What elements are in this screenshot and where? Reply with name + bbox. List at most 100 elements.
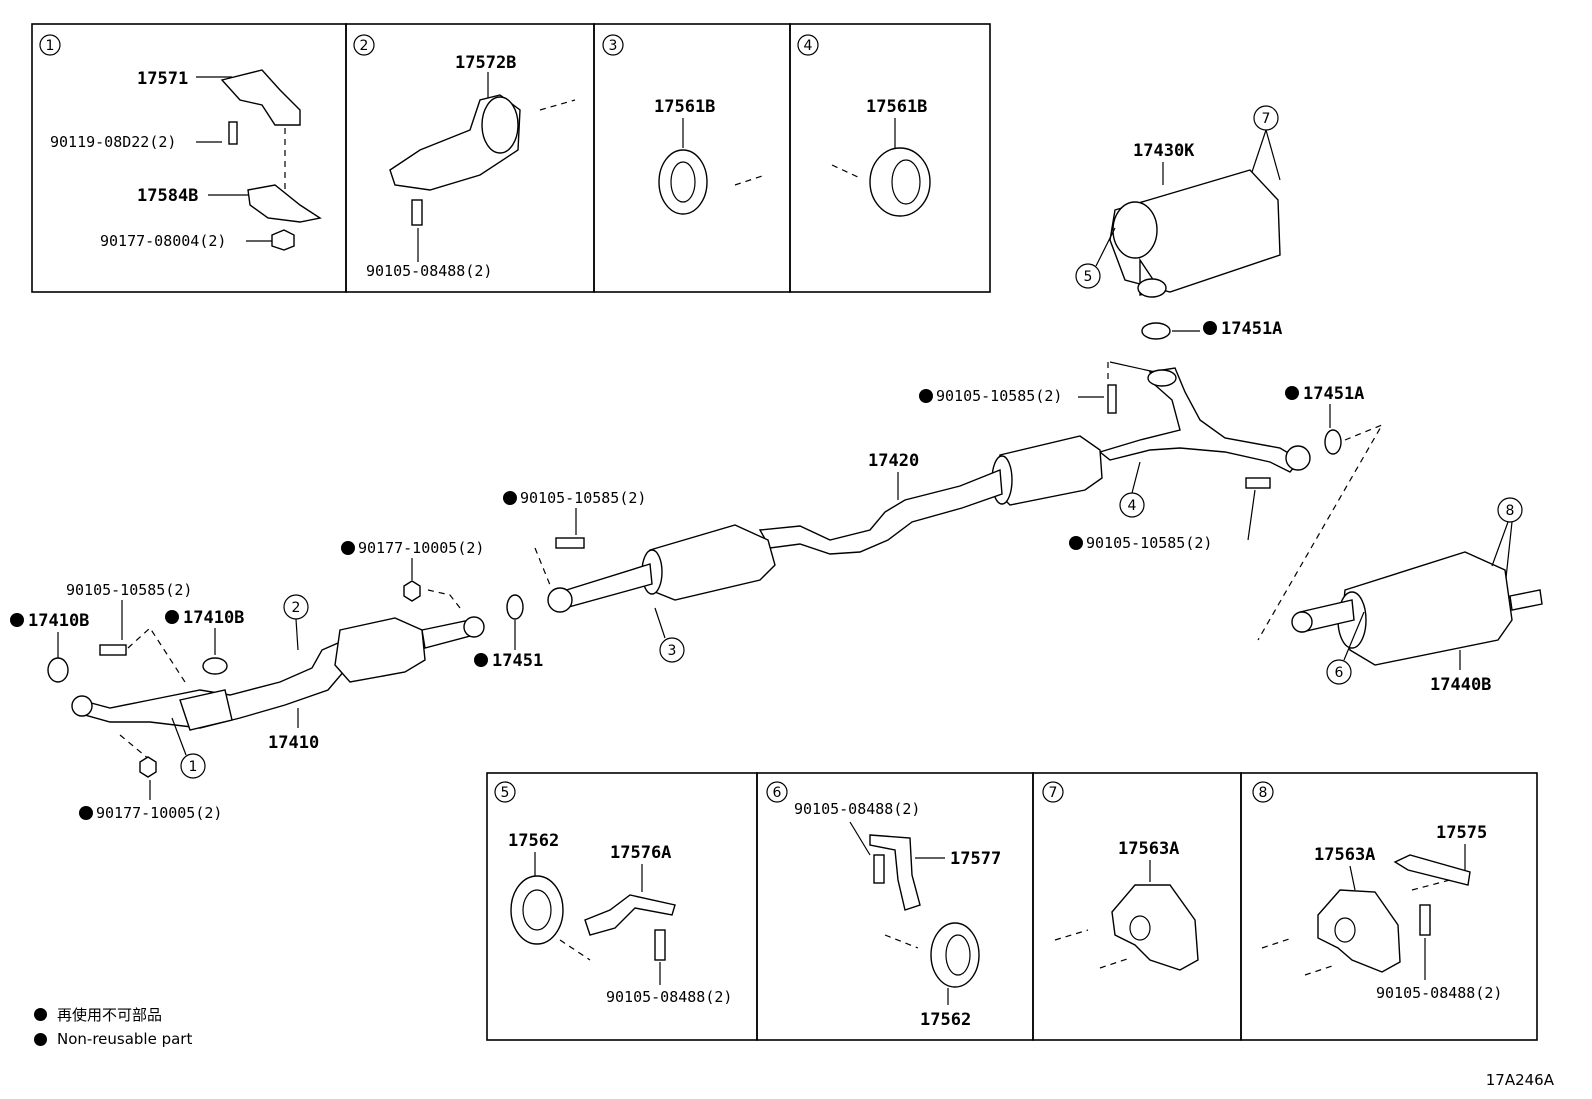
label-90177-08004: 90177-08004(2) bbox=[100, 232, 226, 250]
label-90177-mid: 90177-10005(2) bbox=[358, 539, 484, 557]
nut-icon bbox=[271, 229, 295, 251]
bolt-icon bbox=[1107, 384, 1117, 414]
bolt-icon bbox=[555, 537, 585, 549]
callout-4: 4 bbox=[1128, 498, 1137, 514]
inset-box-8: 8 17563A 17575 90105-08488(2) bbox=[1240, 772, 1538, 1041]
label-17572b: 17572B bbox=[455, 53, 516, 73]
inset-number-7: 7 bbox=[1049, 785, 1058, 801]
label-17562-5: 17562 bbox=[508, 831, 559, 851]
label-90105-mid: 90105-10585(2) bbox=[520, 489, 646, 507]
nut-icon bbox=[403, 580, 421, 602]
inset-number-3: 3 bbox=[609, 38, 618, 54]
label-17451: 17451 bbox=[492, 651, 543, 671]
inset-box-3: 3 17561B bbox=[593, 23, 791, 293]
legend-en: Non-reusable part bbox=[34, 1030, 192, 1048]
gasket-icon bbox=[1141, 322, 1171, 340]
inset-box-7: 7 17563A bbox=[1032, 772, 1242, 1041]
label-17571: 17571 bbox=[137, 69, 188, 89]
label-17410b-left: 17410B bbox=[28, 611, 89, 631]
label-90119-08d22: 90119-08D22(2) bbox=[50, 133, 176, 151]
non-reusable-dot-icon bbox=[503, 491, 517, 505]
non-reusable-dot-icon bbox=[1069, 536, 1083, 550]
non-reusable-dot-icon bbox=[165, 610, 179, 624]
non-reusable-dot-icon bbox=[1285, 386, 1299, 400]
label-17575: 17575 bbox=[1436, 823, 1487, 843]
diagram-code: 17A246A bbox=[1485, 1071, 1554, 1089]
label-90105-08488: 90105-08488(2) bbox=[366, 262, 492, 280]
label-90105-top: 90105-10585(2) bbox=[936, 387, 1062, 405]
gasket-icon bbox=[1324, 429, 1342, 455]
inset-box-6: 6 90105-08488(2) 17577 17562 bbox=[756, 772, 1034, 1041]
callout-3: 3 bbox=[668, 643, 677, 659]
legend-en-text: Non-reusable part bbox=[57, 1030, 193, 1048]
label-17576a: 17576A bbox=[610, 843, 671, 863]
center-pipe-17420: 17420 bbox=[547, 361, 1311, 613]
label-90105-08488-8: 90105-08488(2) bbox=[1376, 984, 1502, 1002]
label-17561b-3: 17561B bbox=[654, 97, 715, 117]
bolt-icon bbox=[873, 854, 885, 884]
inset-box-4: 4 17561B bbox=[789, 23, 991, 293]
label-17440b: 17440B bbox=[1430, 675, 1491, 695]
inset-number-4: 4 bbox=[804, 38, 813, 54]
non-reusable-dot-icon bbox=[79, 806, 93, 820]
label-17451a-top: 17451A bbox=[1221, 319, 1282, 339]
legend-jp: 再使用不可部品 bbox=[34, 1004, 162, 1025]
inset-number-1: 1 bbox=[46, 38, 55, 54]
non-reusable-dot-icon bbox=[34, 1032, 47, 1046]
callout-5: 5 bbox=[1084, 269, 1093, 285]
non-reusable-dot-icon bbox=[10, 613, 24, 627]
bolt-icon bbox=[411, 199, 423, 226]
bolt-icon bbox=[1419, 904, 1431, 936]
label-17410b-right: 17410B bbox=[183, 608, 244, 628]
inset-box-2: 2 17572B 90105-08488(2) bbox=[345, 23, 595, 293]
label-90105-left: 90105-10585(2) bbox=[66, 581, 192, 599]
gasket-icon bbox=[202, 657, 228, 675]
muffler-17430k: 17430K 7 5 bbox=[1075, 105, 1281, 298]
bolt-icon bbox=[654, 929, 666, 961]
callout-8-top: 8 bbox=[1506, 503, 1515, 519]
label-90105-08488-5: 90105-08488(2) bbox=[606, 988, 732, 1006]
non-reusable-dot-icon bbox=[474, 653, 488, 667]
label-17562-6: 17562 bbox=[920, 1010, 971, 1030]
label-17563a-8: 17563A bbox=[1314, 845, 1375, 865]
label-17584b: 17584B bbox=[137, 186, 198, 206]
nut-icon bbox=[139, 756, 157, 778]
inset-box-5: 5 17562 17576A 90105-08488(2) bbox=[486, 772, 758, 1041]
bracket-17571-shape bbox=[220, 69, 301, 126]
rubber-hanger-shape bbox=[869, 147, 931, 217]
label-17420: 17420 bbox=[868, 451, 919, 471]
legend-jp-text: 再使用不可部品 bbox=[57, 1006, 163, 1024]
bracket-17584b-shape bbox=[247, 184, 322, 223]
label-17577: 17577 bbox=[950, 849, 1001, 869]
bolt-icon bbox=[1245, 477, 1271, 489]
label-90105-08488-6: 90105-08488(2) bbox=[794, 800, 920, 818]
inset-number-5: 5 bbox=[501, 785, 510, 801]
label-17430k: 17430K bbox=[1133, 141, 1195, 161]
bolt-icon bbox=[99, 644, 127, 656]
inset-box-1: 1 17571 90119-08D22(2) 17584B 90177-0800… bbox=[31, 23, 347, 293]
inset-number-6: 6 bbox=[773, 785, 782, 801]
label-17410: 17410 bbox=[268, 733, 319, 753]
gasket-icon bbox=[506, 594, 524, 620]
label-17563a-7: 17563A bbox=[1118, 839, 1179, 859]
callout-7-top: 7 bbox=[1262, 111, 1271, 127]
label-90177-bottom: 90177-10005(2) bbox=[96, 804, 222, 822]
inset-number-8: 8 bbox=[1259, 785, 1268, 801]
label-17561b-4: 17561B bbox=[866, 97, 927, 117]
inset-number-2: 2 bbox=[360, 38, 369, 54]
callout-6: 6 bbox=[1335, 665, 1344, 681]
callout-1: 1 bbox=[189, 759, 198, 775]
non-reusable-dot-icon bbox=[341, 541, 355, 555]
muffler-17440b: 8 6 17440B bbox=[1291, 497, 1543, 695]
label-17451a-right: 17451A bbox=[1303, 384, 1364, 404]
gasket-icon bbox=[47, 657, 69, 683]
bolt-icon bbox=[228, 121, 238, 145]
non-reusable-dot-icon bbox=[919, 389, 933, 403]
non-reusable-dot-icon bbox=[34, 1008, 47, 1021]
rubber-hanger-shape bbox=[658, 149, 708, 215]
label-90105-right: 90105-10585(2) bbox=[1086, 534, 1212, 552]
callout-2: 2 bbox=[292, 600, 301, 616]
front-pipe-17410: 17410 bbox=[71, 616, 485, 753]
non-reusable-dot-icon bbox=[1203, 321, 1217, 335]
